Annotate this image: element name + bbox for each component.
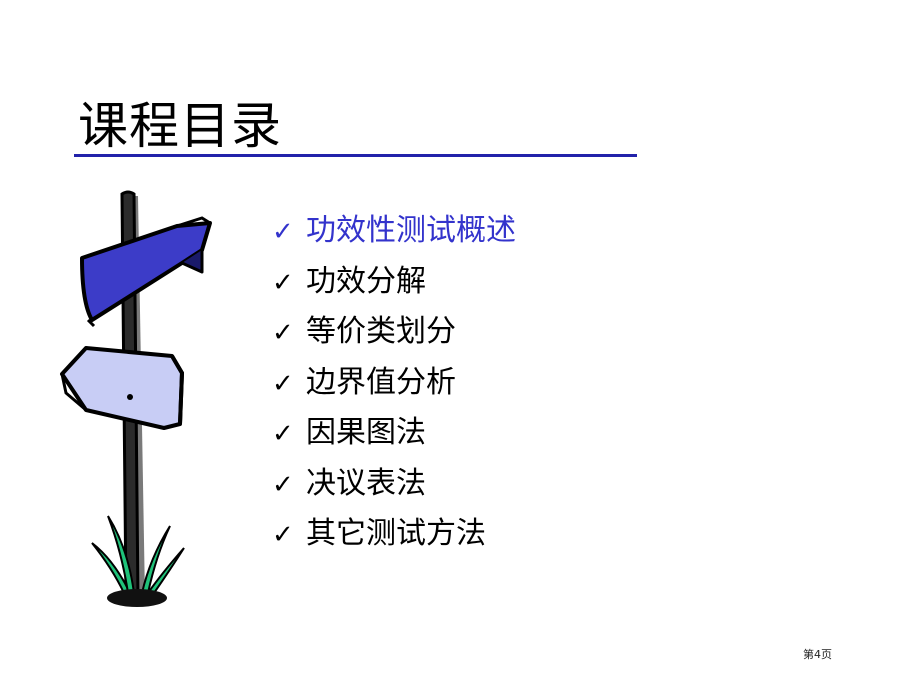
agenda-item-label: 边界值分析 (306, 364, 456, 400)
agenda-item: ✓ 功效性测试概述 (272, 206, 516, 257)
checkmark-icon: ✓ (272, 267, 294, 298)
slide-title: 课程目录 (78, 97, 282, 155)
agenda-item: ✓ 功效分解 (272, 257, 516, 308)
agenda-list: ✓ 功效性测试概述 ✓ 功效分解 ✓ 等价类划分 ✓ 边界值分析 ✓ 因果图法 ✓ 决议表法… (272, 206, 516, 560)
signpost-icon (60, 190, 212, 607)
agenda-item-label: 功效性测试概述 (306, 213, 516, 248)
title-underline (74, 154, 637, 157)
checkmark-icon: ✓ (272, 419, 294, 449)
agenda-item: ✓ 决议表法 (272, 459, 516, 510)
agenda-item-label: 等价类划分 (306, 314, 456, 349)
agenda-item: ✓ 等价类划分 (272, 307, 516, 358)
agenda-item-label: 功效分解 (306, 263, 426, 299)
agenda-item-label: 因果图法 (306, 415, 426, 450)
agenda-item-label: 决议表法 (306, 465, 426, 501)
agenda-item-label: 其它测试方法 (306, 516, 486, 551)
agenda-item: ✓ 边界值分析 (272, 358, 516, 409)
page-number: 第4页 (803, 648, 832, 661)
checkmark-icon: ✓ (272, 469, 294, 500)
checkmark-icon: ✓ (272, 217, 294, 247)
agenda-item: ✓ 因果图法 (272, 408, 516, 459)
checkmark-icon: ✓ (272, 520, 294, 550)
agenda-item: ✓ 其它测试方法 (272, 509, 516, 560)
checkmark-icon: ✓ (272, 368, 294, 399)
checkmark-icon: ✓ (272, 318, 294, 348)
